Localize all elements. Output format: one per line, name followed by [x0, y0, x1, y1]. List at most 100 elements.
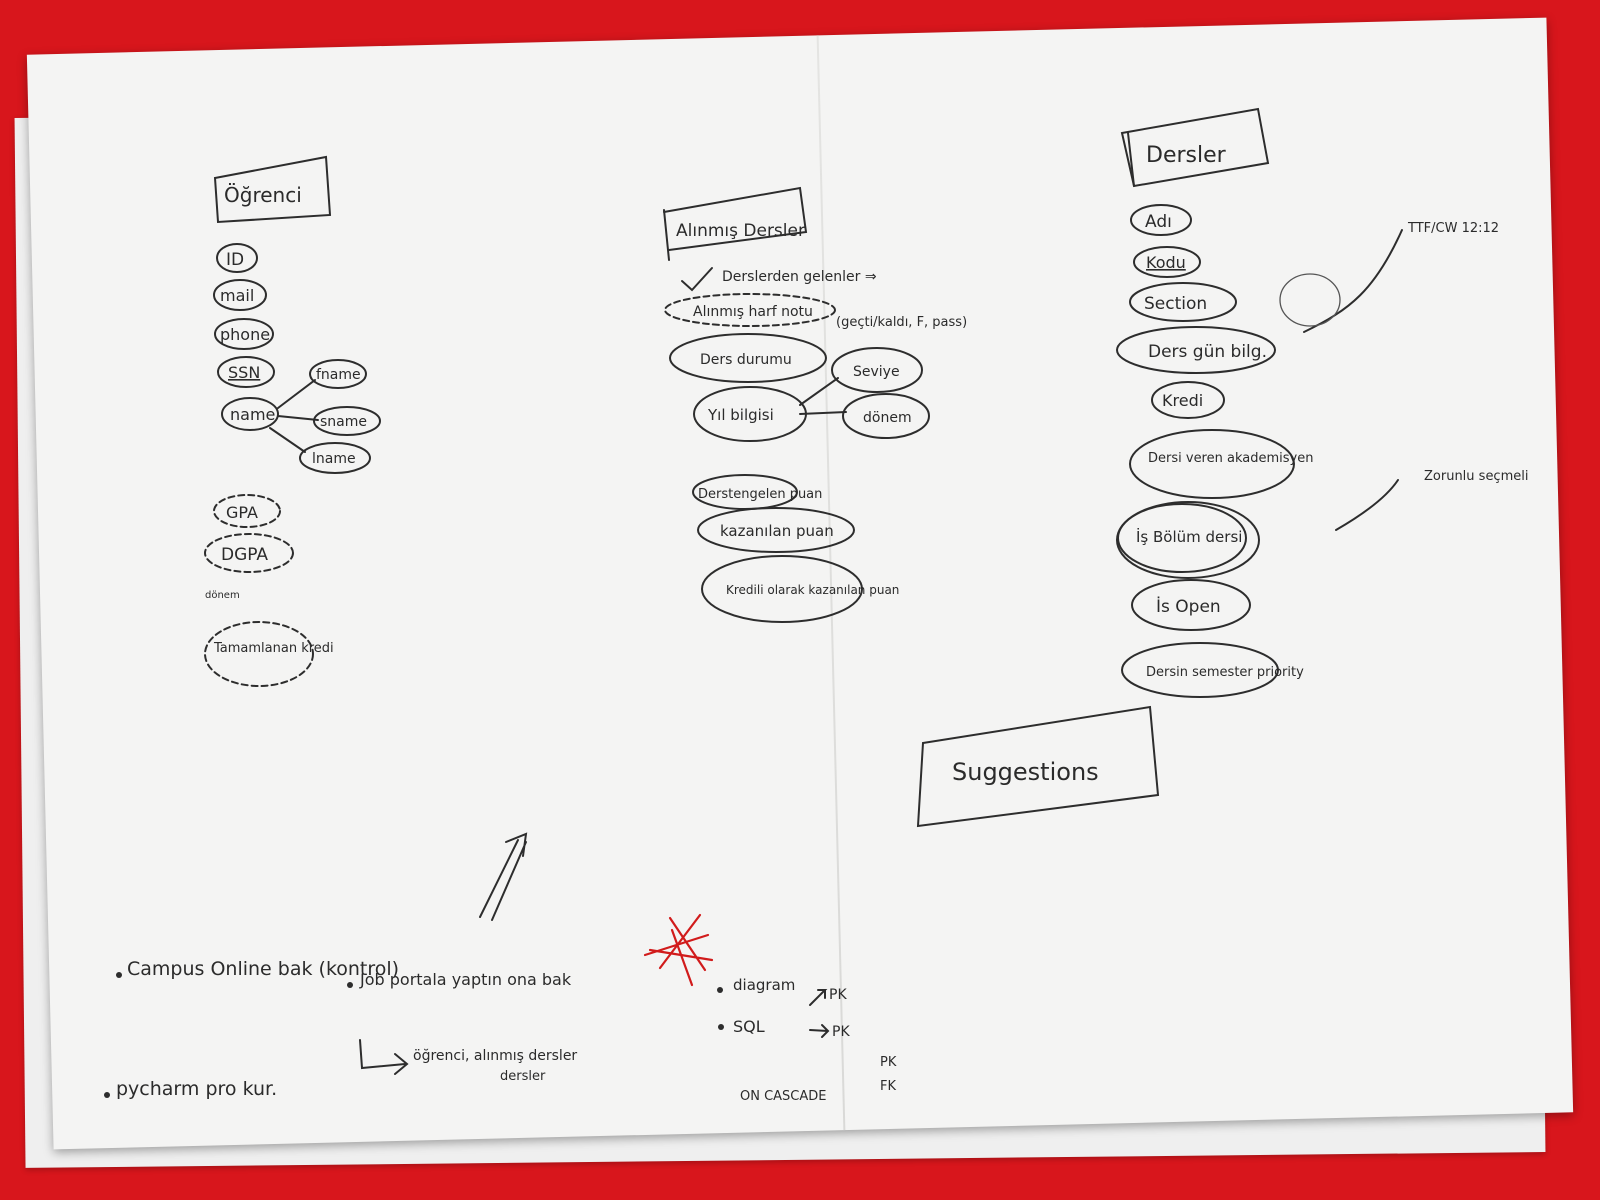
bullet [116, 972, 122, 978]
entity-box-suggestions [916, 705, 1160, 828]
attr-is-open: İs Open [1156, 596, 1221, 617]
entity-box-ogrenci [213, 155, 332, 224]
attr-gpa: GPA [226, 503, 258, 522]
attr-mail: mail [220, 286, 254, 305]
attr-ders-gun-bilg: Ders gün bilg. [1148, 342, 1267, 362]
attr-oval-ders-durumu [669, 333, 827, 383]
attr-oval-id [216, 243, 258, 273]
link-zorunlu [1335, 479, 1399, 531]
attr-oval-donem [842, 393, 930, 439]
attr-oval-adi [1130, 204, 1192, 236]
bullet [347, 982, 353, 988]
side-note-zorunlu: Zorunlu seçmeli [1424, 469, 1528, 484]
attr-adi: Adı [1145, 212, 1172, 232]
arrow-icon [359, 1039, 409, 1075]
attr-oval-seviye [831, 347, 923, 393]
link-ders-gun-note [1303, 229, 1403, 333]
notes-middle: Job portala yaptın ona bak öğrenci, alın… [347, 832, 577, 1084]
attr-oval-kazanilan-puan [697, 507, 855, 553]
note-diagram: diagram [733, 976, 795, 994]
attr-kredili-kazanilan-puan: Kredili olarak kazanılan puan [726, 583, 899, 597]
attr-oval-alinmis-harf-notu [664, 293, 836, 327]
note-campus-online: Campus Online bak (kontrol) [127, 958, 399, 980]
bullet [718, 1024, 724, 1030]
attr-oval-dersi-veren [1129, 429, 1295, 499]
side-note-ttf: TTF/CW 12:12 [1407, 221, 1499, 236]
red-star-icon [643, 913, 714, 987]
attr-ssn: SSN [228, 363, 260, 382]
attr-sname: sname [320, 414, 367, 430]
attr-alinmis-harf-notu: Alınmış harf notu [693, 304, 813, 320]
attr-oval-is-open [1131, 579, 1251, 631]
notes-left: Campus Online bak (kontrol) pycharm pro … [104, 958, 399, 1100]
notes-right: diagram SQL PK PK ON CASCADE PK FK [717, 976, 897, 1104]
link-yil-seviye [799, 377, 839, 406]
entity-box-dersler-edge [1127, 132, 1135, 187]
attr-oval-section [1129, 282, 1237, 322]
entity-alinmis-dersler: Alınmış Dersler Derslerden gelenler ⇒ Al… [663, 186, 967, 623]
attr-tamamlanan-kredi: Tamamlanan kredi [213, 641, 334, 656]
attr-name: name [230, 405, 275, 424]
entity-title-dersler: Dersler [1146, 143, 1227, 168]
attr-donem: dönem [863, 410, 912, 426]
arrow-right-icon [809, 1024, 830, 1038]
attr-fname: fname [316, 367, 361, 383]
attr-oval-mail [213, 279, 267, 311]
arrow-up-icon [809, 989, 828, 1006]
attr-seviye: Seviye [853, 364, 900, 380]
attr-oval-gpa [213, 494, 281, 528]
link-name-sname [277, 415, 319, 421]
attr-kodu: Kodu [1146, 253, 1186, 272]
note-job-portal: Job portala yaptın ona bak [359, 970, 572, 989]
double-arrow-icon [479, 832, 528, 921]
attr-oval-is-bolum-dersi-outer [1116, 501, 1260, 579]
note-pycharm: pycharm pro kur. [116, 1078, 277, 1100]
attr-oval-name [221, 397, 279, 431]
attr-oval-phone [214, 318, 274, 350]
note-sql: SQL [733, 1017, 765, 1036]
attr-oval-kredi [1151, 381, 1225, 419]
attr-ders-durumu: Ders durumu [700, 352, 792, 368]
erased-mark [1279, 273, 1341, 327]
attr-dgpa: DGPA [221, 545, 268, 565]
entity-box-edge [663, 209, 670, 261]
attr-kazanilan-puan: kazanılan puan [720, 522, 834, 540]
entity-suggestions: Suggestions [916, 705, 1160, 828]
bullet [104, 1092, 110, 1098]
entity-ogrenci: Öğrenci ID mail phone SSN name fname sna… [204, 155, 381, 687]
attr-semester-priority: Dersin semester priority [1146, 665, 1304, 680]
note-ogrenci-alinmis: öğrenci, alınmış dersler [413, 1048, 577, 1064]
attr-kredi: Kredi [1162, 391, 1203, 410]
attr-phone: phone [220, 325, 270, 344]
note-pk-1: PK [829, 987, 847, 1003]
attr-oval-dgpa [204, 533, 294, 573]
note-fk: FK [880, 1079, 896, 1094]
attr-oval-ders-gun-bilg [1116, 326, 1276, 374]
attr-oval-kredili-kazanilan-puan [701, 555, 863, 623]
entity-dersler: Dersler Adı Kodu Section Ders gün bilg. … [1116, 107, 1528, 698]
check-line-text: Derslerden gelenler ⇒ [722, 269, 877, 285]
link-yil-donem [799, 411, 847, 415]
ders-durumu-note: (geçti/kaldı, F, pass) [836, 315, 967, 330]
link-name-fname [277, 379, 316, 409]
note-pk-2: PK [832, 1024, 850, 1040]
attr-yil-bilgisi: Yıl bilgisi [707, 406, 774, 424]
note-pk-3: PK [880, 1055, 897, 1070]
attr-oval-sname [313, 406, 381, 436]
check-mark-icon [681, 267, 713, 292]
attr-oval-fname [309, 359, 367, 389]
attr-oval-semester-priority [1121, 642, 1279, 698]
attr-oval-kodu [1133, 246, 1201, 278]
entity-box-dersler [1120, 107, 1270, 188]
red-star-mark [643, 913, 714, 987]
bullet [717, 987, 723, 993]
entity-box-alinmis-dersler [663, 186, 808, 251]
attr-section: Section [1144, 294, 1207, 314]
link-name-lname [269, 427, 306, 453]
entity-title-suggestions: Suggestions [952, 758, 1099, 786]
attr-oval-tamamlanan-kredi [204, 621, 314, 687]
attr-dersi-veren: Dersi veren akademisyen [1148, 451, 1313, 466]
note-dersler: dersler [500, 1069, 546, 1084]
note-donem: dönem [205, 590, 240, 601]
